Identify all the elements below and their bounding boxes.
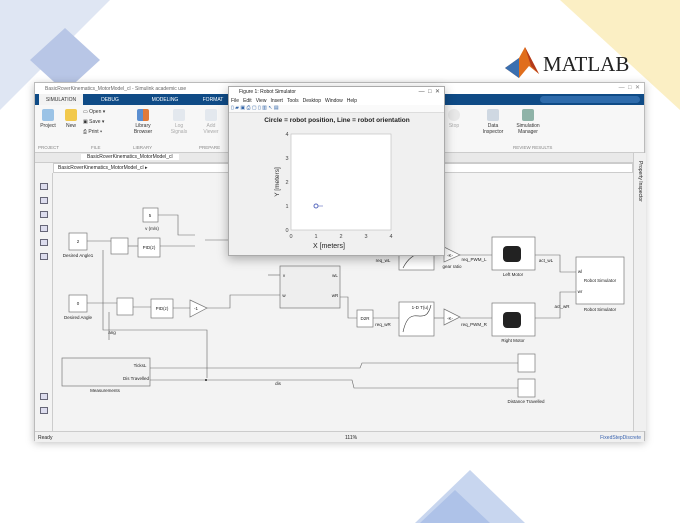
- svg-text:Right Motor: Right Motor: [501, 338, 525, 343]
- save-button[interactable]: ▣ Save ▾: [83, 119, 105, 125]
- image-icon[interactable]: [40, 239, 48, 246]
- svg-text:2: 2: [77, 239, 80, 244]
- svg-text:act_wL: act_wL: [539, 258, 554, 263]
- svg-text:req_wL: req_wL: [376, 258, 391, 263]
- svg-text:-K-: -K-: [447, 253, 454, 258]
- svg-text:TicksL: TicksL: [134, 363, 147, 368]
- document-tab[interactable]: BasicRoverKinematics_MotorModel_cl: [81, 154, 179, 160]
- x-tick-label: 4: [389, 234, 392, 240]
- svg-text:Desired Angle: Desired Angle: [64, 315, 93, 320]
- matlab-logo: MATLAB: [503, 44, 648, 80]
- svg-text:act_wR: act_wR: [554, 304, 570, 309]
- svg-text:Left Motor: Left Motor: [503, 272, 524, 277]
- tab-debug[interactable]: DEBUG: [101, 97, 119, 103]
- svg-text:ang: ang: [108, 330, 116, 335]
- svg-text:Circle = robot position, Line: Circle = robot position, Line = robot or…: [264, 117, 410, 124]
- svg-text:v: v: [283, 273, 286, 278]
- camera-icon[interactable]: [40, 393, 48, 400]
- x-tick-label: 3: [364, 234, 367, 240]
- y-tick-label: 1: [285, 204, 288, 210]
- x-tick-label: 1: [314, 234, 317, 240]
- add-viewer-button[interactable]: Add Viewer: [199, 109, 223, 135]
- svg-text:wl: wl: [578, 269, 582, 274]
- window-controls[interactable]: — □ ✕: [618, 85, 640, 91]
- svg-text:wR: wR: [332, 293, 339, 298]
- tab-format[interactable]: FORMAT: [202, 97, 224, 103]
- svg-text:Desired Angle1: Desired Angle1: [63, 253, 94, 258]
- svg-text:req_PWM_R: req_PWM_R: [461, 322, 488, 327]
- quick-access-toolbar[interactable]: [540, 96, 640, 103]
- solver-link[interactable]: FixedStepDiscrete: [600, 435, 641, 441]
- svg-text:w: w: [282, 293, 286, 298]
- svg-text:v (m/s): v (m/s): [145, 226, 159, 231]
- x-axis-label: X [meters]: [313, 243, 345, 250]
- library-browser-button[interactable]: Library Browser: [131, 109, 155, 135]
- svg-text:Robot Simulator: Robot Simulator: [584, 307, 617, 312]
- figure-title: Figure 1: Robot Simulator: [229, 87, 444, 97]
- y-tick-label: 2: [285, 180, 288, 186]
- tab-simulation[interactable]: SIMULATION: [39, 94, 83, 105]
- svg-text:req_PWM_L: req_PWM_L: [461, 257, 487, 262]
- svg-text:0: 0: [77, 301, 80, 306]
- x-tick-label: 0: [289, 234, 292, 240]
- svg-text:5: 5: [149, 213, 152, 218]
- status-bar: Ready 111% FixedStepDiscrete: [35, 431, 644, 442]
- svg-text:wL: wL: [332, 273, 338, 278]
- robot-plot: Circle = robot position, Line = robot or…: [264, 117, 410, 250]
- svg-text:dis: dis: [275, 381, 282, 386]
- simulation-manager-button[interactable]: Simulation Manager: [511, 109, 545, 135]
- svg-text:-K-: -K-: [447, 316, 454, 321]
- fit-icon[interactable]: [40, 197, 48, 204]
- svg-text:PID(z): PID(z): [156, 306, 169, 311]
- area-icon[interactable]: [40, 253, 48, 260]
- svg-text:Dis Travelled: Dis Travelled: [123, 376, 150, 381]
- tree-icon[interactable]: [40, 407, 48, 414]
- log-signals-button[interactable]: Log Signals: [167, 109, 191, 135]
- svg-text:PID(z): PID(z): [143, 245, 156, 250]
- property-inspector-panel[interactable]: Property Inspector: [633, 153, 646, 431]
- open-button[interactable]: ▭ Open ▾: [83, 109, 106, 115]
- tab-modeling[interactable]: MODELING: [151, 97, 179, 103]
- annotation-icon[interactable]: [40, 225, 48, 232]
- project-button[interactable]: Project: [37, 109, 59, 129]
- svg-text:req_wR: req_wR: [375, 322, 391, 327]
- x-tick-label: 2: [339, 234, 342, 240]
- print-button[interactable]: ⎙ Print ▾: [83, 129, 103, 135]
- figure-toolbar[interactable]: ▯ ▰ ▣ ⎙ ▢ ▯ ▥ ↖ ▤: [229, 105, 444, 113]
- svg-text:Distance Travelled: Distance Travelled: [507, 399, 545, 404]
- data-inspector-button[interactable]: Data Inspector: [479, 109, 507, 135]
- stop-button[interactable]: Stop: [445, 109, 463, 129]
- svg-text:1-D T(u): 1-D T(u): [412, 305, 429, 310]
- y-axis-label: Y [meters]: [274, 167, 281, 197]
- svg-text:-1: -1: [194, 306, 198, 311]
- robot-marker: [313, 203, 323, 209]
- arrow-icon[interactable]: [40, 211, 48, 218]
- y-tick-label: 4: [285, 132, 288, 138]
- figure-window-controls[interactable]: — □ ✕: [418, 89, 440, 95]
- svg-text:wr: wr: [578, 289, 583, 294]
- svg-text:D2R: D2R: [360, 316, 370, 321]
- y-tick-label: 3: [285, 156, 288, 162]
- zoom-icon[interactable]: [40, 183, 48, 190]
- svg-text:gear ratio: gear ratio: [442, 264, 462, 269]
- new-button[interactable]: New: [62, 109, 80, 129]
- y-tick-label: 0: [285, 228, 288, 234]
- svg-text:Measurements: Measurements: [90, 388, 121, 393]
- left-toolbar: [35, 173, 53, 431]
- svg-text:Robot Simulator: Robot Simulator: [584, 278, 617, 283]
